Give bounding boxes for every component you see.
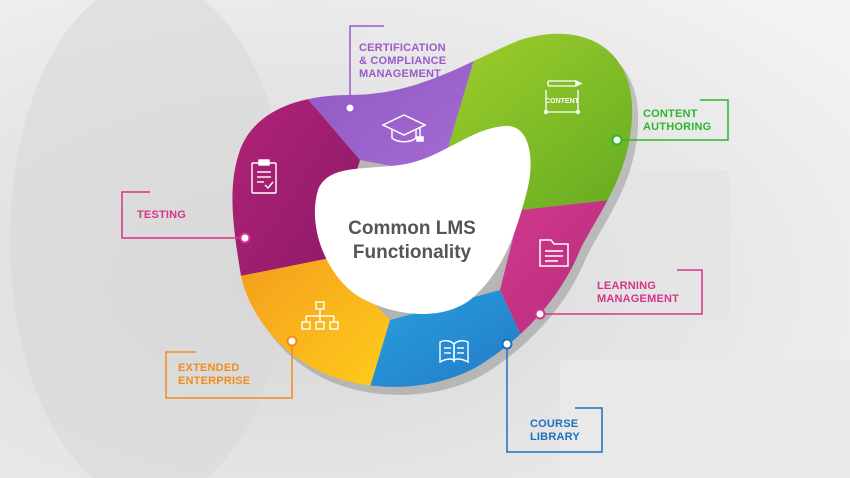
label-course-library[interactable]: COURSE LIBRARY	[530, 418, 580, 444]
label-content-authoring-line1: CONTENT	[643, 108, 698, 120]
label-content-authoring[interactable]: CONTENT AUTHORING	[643, 108, 711, 134]
open-book-icon	[439, 339, 469, 364]
background-photo-shape	[560, 360, 850, 478]
leader-learning-management	[534, 269, 703, 320]
content-icon-text: CONTENT	[545, 98, 580, 105]
leader-extended-enterprise	[165, 335, 298, 399]
label-learning-management-line2: MANAGEMENT	[597, 293, 680, 305]
label-course-library-line2: LIBRARY	[530, 431, 580, 443]
label-certification-line2: & COMPLIANCE	[359, 55, 447, 67]
label-certification-line3: MANAGEMENT	[359, 68, 442, 80]
label-extended-enterprise[interactable]: EXTENDED ENTERPRISE	[178, 362, 250, 388]
checklist-icon	[251, 159, 277, 194]
center-title-line1: Common LMS	[348, 218, 476, 239]
leader-content-authoring	[611, 99, 729, 146]
graduation-cap-icon	[381, 114, 427, 143]
label-testing[interactable]: TESTING	[137, 209, 186, 222]
center-title: Common LMS Functionality	[322, 217, 502, 265]
leader-course-library	[501, 338, 603, 453]
center-title-line2: Functionality	[352, 242, 472, 263]
label-learning-management-line1: LEARNING	[597, 280, 657, 292]
label-certification[interactable]: CERTIFICATION & COMPLIANCE MANAGEMENT	[359, 42, 446, 81]
hierarchy-icon	[301, 301, 339, 330]
leader-certification	[344, 25, 384, 114]
folder-icon	[539, 239, 569, 267]
label-testing-line1: TESTING	[137, 209, 187, 221]
segment-course-library[interactable]	[360, 290, 560, 420]
label-course-library-line1: COURSE	[530, 418, 579, 430]
leader-testing	[121, 191, 251, 244]
background-photo-shape	[10, 0, 290, 478]
label-extended-enterprise-line2: ENTERPRISE	[178, 375, 251, 387]
label-content-authoring-line2: AUTHORING	[643, 121, 712, 133]
label-certification-line1: CERTIFICATION	[359, 42, 446, 54]
label-extended-enterprise-line1: EXTENDED	[178, 362, 240, 374]
label-learning-management[interactable]: LEARNING MANAGEMENT	[597, 280, 679, 306]
content-pencil-icon	[543, 79, 583, 115]
center-blob	[314, 125, 531, 314]
